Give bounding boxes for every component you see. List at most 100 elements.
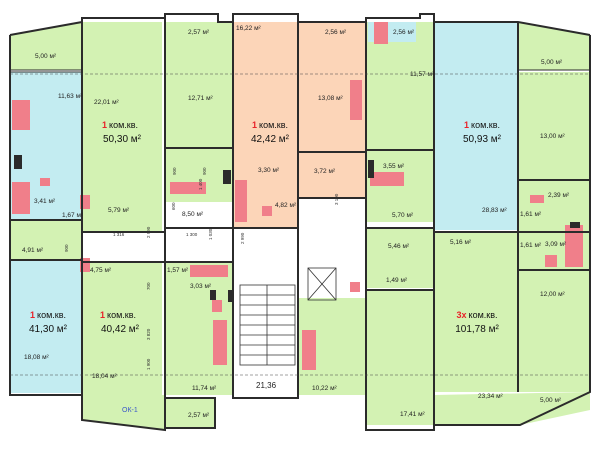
bathtub-icon: [213, 320, 227, 365]
room-area: 17,41 м²: [400, 411, 426, 418]
room-area: 12,00 м²: [540, 291, 566, 298]
dimension: 900: [172, 167, 177, 175]
room-fills: [10, 22, 590, 430]
room-kitchen-left-bottom: [10, 260, 82, 393]
dimension: 700: [146, 282, 151, 290]
bath-fixtures: [12, 22, 583, 370]
room-area: 3,55 м²: [383, 163, 405, 170]
toilet-icon: [212, 300, 222, 312]
bathtub-icon: [12, 100, 30, 130]
room-area: 1,61 м²: [520, 242, 542, 249]
room-area: 2,39 м²: [548, 192, 570, 199]
elevator-shaft: [307, 267, 337, 301]
sink-icon: [40, 178, 50, 186]
room-area: 11,74 м²: [192, 385, 217, 392]
room-loggia-left-top: [10, 22, 82, 70]
room-area: 5,70 м²: [392, 212, 414, 219]
dimension: 3 820: [146, 328, 151, 340]
room-corridor-a3: [366, 22, 434, 222]
room-area: 5,00 м²: [35, 53, 57, 60]
room-area: 23,34 м²: [478, 393, 504, 400]
room-area: 5,16 м²: [450, 239, 472, 246]
dimension: 2 990: [240, 232, 245, 244]
room-area: 4,75 м²: [90, 267, 112, 274]
bathtub-icon: [235, 180, 247, 222]
room-area: 5,46 м²: [388, 243, 410, 250]
room-area: 1,49 м²: [386, 277, 408, 284]
room-area: 3,72 м²: [314, 168, 336, 175]
toilet-icon: [80, 258, 90, 272]
room-area: 8,50 м²: [182, 211, 204, 218]
room-loggia-right-bottom-2: [366, 395, 434, 425]
room-area: 1,61 м²: [520, 211, 542, 218]
bathtub-icon: [565, 225, 583, 267]
room-corridor-a1: [165, 22, 233, 202]
apartment-area-a2: 42,42 м²: [251, 134, 290, 145]
room-area: 10,22 м²: [312, 385, 338, 392]
dimension: 1 316: [113, 232, 125, 237]
apartment-area-a6: 101,78 м²: [455, 324, 499, 335]
room-loggia-right-bottom: [434, 392, 590, 425]
room-area: 3,03 м²: [190, 283, 212, 290]
dimension: 2 990: [146, 226, 151, 238]
stair-core: [239, 267, 337, 366]
room-area: 12,71 м²: [188, 95, 214, 102]
dimension: 1 900: [146, 358, 151, 370]
dimension: 900: [64, 244, 69, 252]
apartment-area-a5: 40,42 м²: [101, 324, 140, 335]
bathtub-icon: [374, 22, 388, 44]
axis-label: ОК-1: [122, 407, 138, 414]
room-area: 1,67 м²: [62, 212, 84, 219]
room-bedroom-right-top: [518, 72, 590, 232]
room-area: 11,57 м²: [410, 71, 435, 78]
room-loggia-right-top: [518, 22, 590, 70]
dimension: 3 100: [334, 193, 339, 205]
bathtub-icon: [190, 265, 228, 277]
room-area: 2,57 м²: [188, 29, 210, 36]
room-balcony-bottom-left: [165, 398, 215, 428]
room-area: 2,56 м²: [393, 29, 415, 36]
room-area: 28,83 м²: [482, 207, 508, 214]
balcony-top-1: [168, 22, 216, 42]
sink-icon: [545, 255, 557, 267]
room-area: 3,30 м²: [258, 167, 280, 174]
dimension: 600: [171, 202, 176, 210]
bathtub-icon: [350, 80, 362, 120]
dimension: 900: [202, 167, 207, 175]
walls: [9, 13, 591, 432]
dimension: 1 400: [198, 178, 203, 190]
column-blocks: [14, 155, 580, 302]
room-area: 1,57 м²: [167, 267, 189, 274]
apartment-area-a1: 50,30 м²: [103, 134, 142, 145]
room-area: 5,00 м²: [541, 59, 563, 66]
apartment-area-a4: 41,30 м²: [29, 324, 68, 335]
room-area: 5,00 м²: [540, 397, 562, 404]
room-area: 4,91 м²: [22, 247, 44, 254]
room-area: 11,63 м²: [58, 93, 83, 100]
room-area: 13,00 м²: [540, 133, 566, 140]
room-area: 18,08 м²: [24, 354, 50, 361]
room-area: 4,82 м²: [275, 202, 297, 209]
room-area: 5,79 м²: [108, 207, 130, 214]
bathtub-icon: [302, 330, 316, 370]
room-area: 13,08 м²: [318, 95, 344, 102]
room-hall-right: [366, 228, 434, 288]
toilet-icon: [80, 195, 90, 209]
dimension: 1 300: [186, 232, 198, 237]
room-area: 2,57 м²: [188, 412, 210, 419]
bathtub-icon: [12, 182, 30, 214]
room-area: 18,04 м²: [92, 373, 118, 380]
room-area: 3,41 м²: [34, 198, 56, 205]
room-living-a1: [82, 22, 162, 232]
bathtub-icon: [170, 182, 206, 194]
room-loggia-left-bottom: [82, 395, 165, 430]
room-bedroom-right-mid: [434, 232, 518, 392]
sink-icon: [530, 195, 544, 203]
